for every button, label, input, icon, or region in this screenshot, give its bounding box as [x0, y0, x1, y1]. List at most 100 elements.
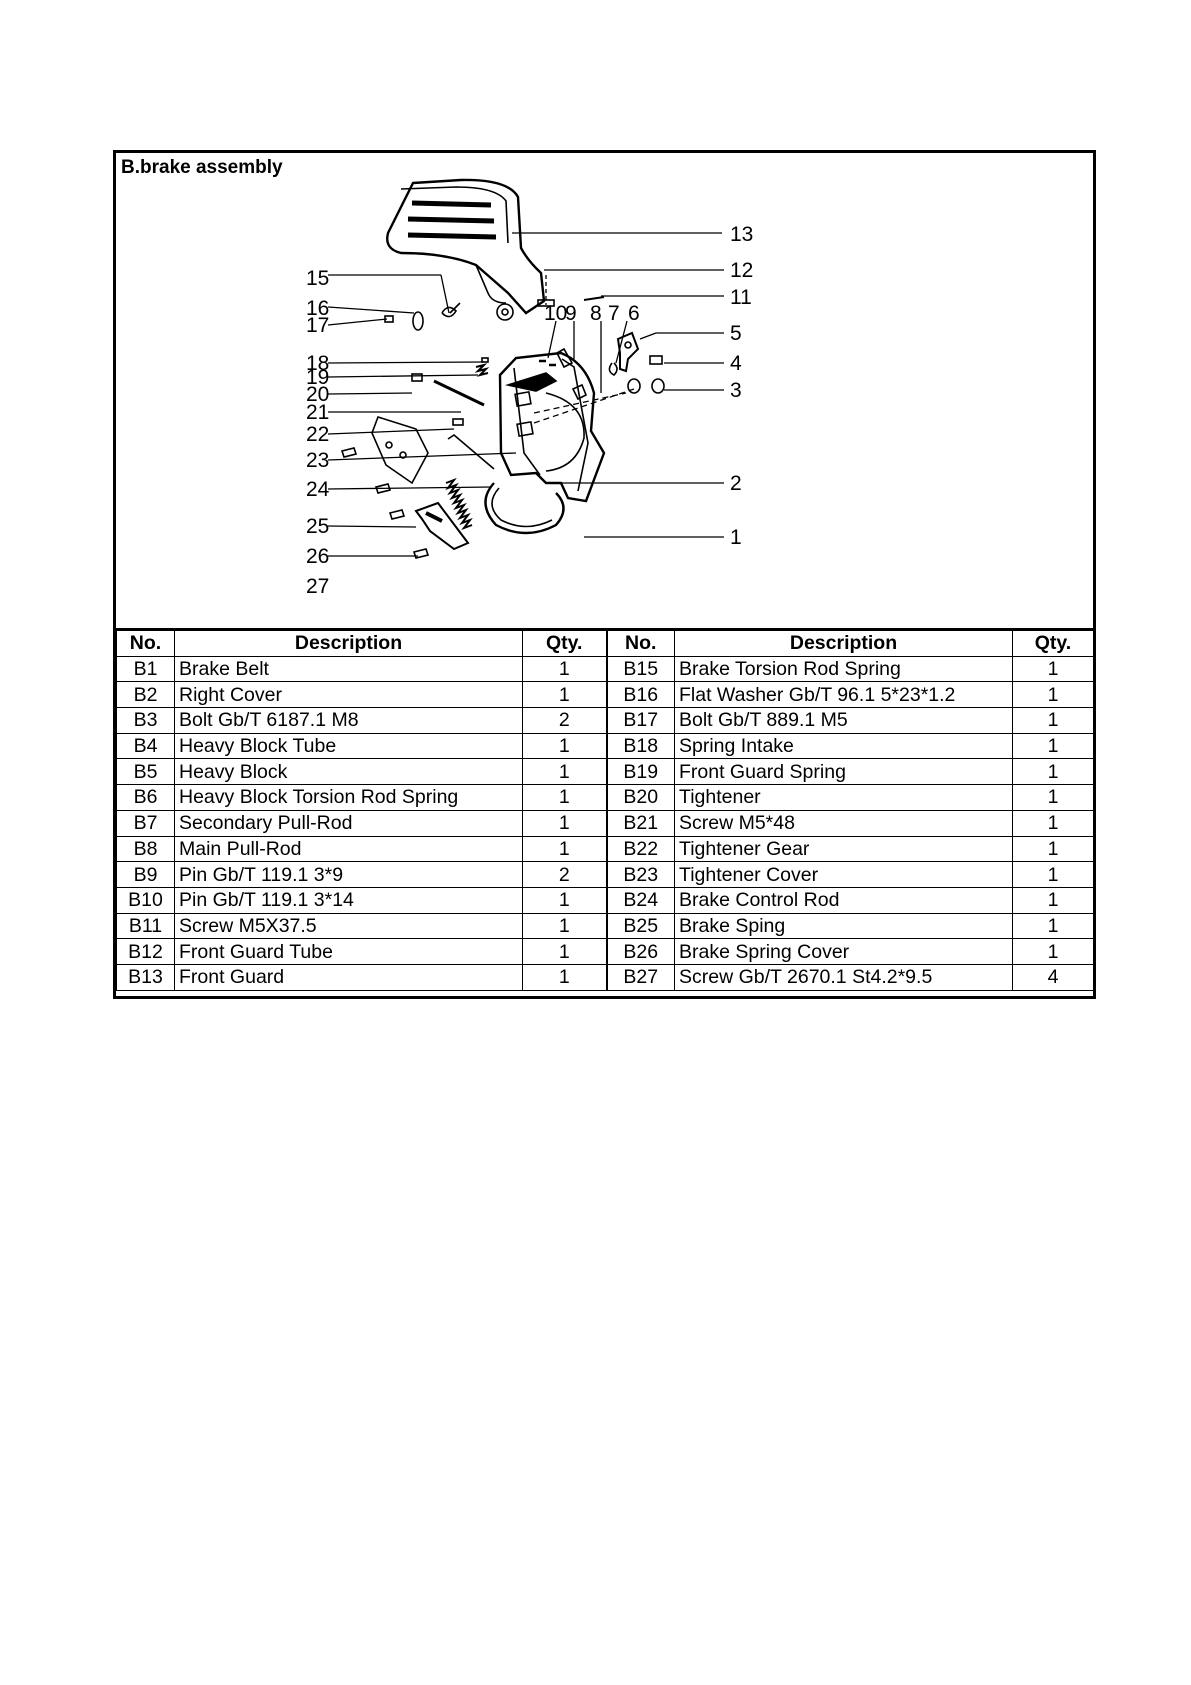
part-description: Flat Washer Gb/T 96.1 5*23*1.2: [674, 681, 1013, 709]
parts-sheet: B.brake assembly: [113, 150, 1096, 999]
part-no: B8: [116, 835, 175, 863]
part-qty: 1: [522, 758, 608, 786]
section-title: B.brake assembly: [121, 157, 283, 178]
part-no: B26: [606, 938, 675, 965]
part-qty: 1: [522, 784, 608, 811]
brake-spring-shape: [445, 477, 473, 531]
part-qty: 1: [522, 732, 608, 760]
callout-19: 19: [306, 366, 329, 389]
callout-13: 13: [730, 223, 753, 246]
part-description: Brake Belt: [174, 655, 523, 683]
part-description: Tightener Gear: [674, 835, 1013, 863]
part-qty: 1: [522, 655, 608, 683]
callout-9: 9: [565, 302, 577, 325]
part-description: Right Cover: [174, 681, 523, 709]
header-description-right: Description: [674, 628, 1013, 657]
callout-20: 20: [306, 383, 329, 406]
part-qty: 1: [522, 886, 608, 914]
header-description-left: Description: [174, 628, 523, 657]
brake-spring-cover-shape: [414, 501, 470, 551]
callout-4: 4: [730, 352, 742, 375]
brake-assembly-exploded-view: 13 12 11 5 4 3 2 1 10 9 8 7 6 15 16 17 1…: [306, 178, 753, 598]
part-no: B27: [606, 963, 675, 991]
callout-23: 23: [306, 449, 329, 472]
callout-12: 12: [730, 259, 753, 282]
part-qty: 2: [522, 861, 608, 888]
part-description: Bolt Gb/T 889.1 M5: [674, 707, 1013, 734]
header-no-right: No.: [606, 628, 675, 657]
part-qty: 1: [522, 912, 608, 940]
exploded-diagram-panel: B.brake assembly: [116, 153, 1093, 628]
front-guard-shape: [386, 178, 546, 315]
part-qty: 1: [1012, 681, 1094, 709]
callout-7: 7: [608, 302, 620, 325]
part-description: Front Guard: [174, 963, 523, 991]
part-no: B3: [116, 707, 175, 734]
part-description: Front Guard Tube: [174, 938, 523, 965]
callout-18: 18: [306, 352, 329, 375]
part-description: Brake Torsion Rod Spring: [674, 655, 1013, 683]
part-no: B6: [116, 784, 175, 811]
part-no: B9: [116, 861, 175, 888]
callout-17: 17: [306, 314, 329, 337]
part-description: Main Pull-Rod: [174, 835, 523, 863]
callout-16: 16: [306, 297, 329, 320]
part-no: B15: [606, 655, 675, 683]
part-description: Brake Spring Cover: [674, 938, 1013, 965]
part-description: Brake Sping: [674, 912, 1013, 940]
header-no-left: No.: [116, 628, 175, 657]
part-qty: 1: [522, 809, 608, 837]
part-qty: 1: [522, 835, 608, 863]
part-description: Heavy Block Tube: [174, 732, 523, 760]
part-description: Spring Intake: [674, 732, 1013, 760]
part-qty: 4: [1012, 963, 1094, 991]
part-qty: 1: [1012, 912, 1094, 940]
header-qty-right: Qty.: [1012, 628, 1094, 657]
part-qty: 1: [522, 681, 608, 709]
part-no: B19: [606, 758, 675, 786]
part-no: B24: [606, 886, 675, 914]
callout-25: 25: [306, 515, 329, 538]
part-qty: 1: [1012, 886, 1094, 914]
part-qty: 1: [1012, 655, 1094, 683]
part-qty: 1: [1012, 861, 1094, 888]
part-qty: 2: [522, 707, 608, 734]
tightener-cover-shape: [371, 416, 429, 485]
callout-21: 21: [306, 401, 329, 424]
part-qty: 1: [1012, 835, 1094, 863]
part-description: Bolt Gb/T 6187.1 M8: [174, 707, 523, 734]
part-no: B11: [116, 912, 175, 940]
callout-27: 27: [306, 575, 329, 598]
part-no: B13: [116, 963, 175, 991]
part-no: B21: [606, 809, 675, 837]
callout-8: 8: [590, 302, 602, 325]
part-description: Pin Gb/T 119.1 3*9: [174, 861, 523, 888]
part-description: Tightener: [674, 784, 1013, 811]
part-no: B17: [606, 707, 675, 734]
part-no: B22: [606, 835, 675, 863]
part-description: Heavy Block: [174, 758, 523, 786]
part-qty: 1: [522, 963, 608, 991]
part-no: B16: [606, 681, 675, 709]
callout-10: 10: [544, 302, 567, 325]
part-no: B23: [606, 861, 675, 888]
part-qty: 1: [1012, 758, 1094, 786]
callout-5: 5: [730, 322, 742, 345]
callout-6: 6: [628, 302, 640, 325]
part-description: Screw M5X37.5: [174, 912, 523, 940]
part-no: B5: [116, 758, 175, 786]
part-description: Brake Control Rod: [674, 886, 1013, 914]
part-no: B18: [606, 732, 675, 760]
